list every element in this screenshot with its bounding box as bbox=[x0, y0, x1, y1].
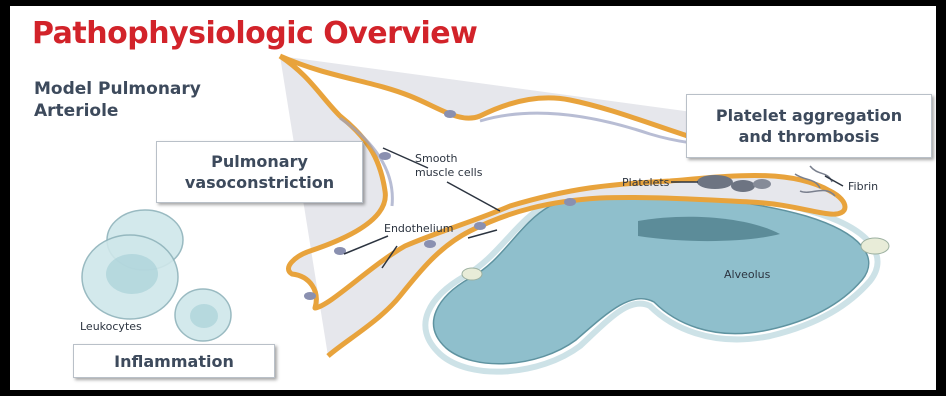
alveolus-label: Alveolus bbox=[724, 268, 770, 282]
inflammation-text: Inflammation bbox=[114, 352, 234, 371]
leukocytes-label: Leukocytes bbox=[80, 320, 142, 334]
page-title: Pathophysiologic Overview bbox=[32, 16, 477, 51]
smooth-muscle-cells-label: Smooth muscle cells bbox=[415, 152, 482, 180]
platelet-aggregation-text: Platelet aggregation and thrombosis bbox=[716, 105, 902, 147]
platelets-label: Platelets bbox=[622, 176, 669, 190]
platelet-aggregation-callout: Platelet aggregation and thrombosis bbox=[686, 94, 932, 158]
slide: Pathophysiologic Overview Model Pulmonar… bbox=[10, 6, 936, 390]
fibrin-label: Fibrin bbox=[848, 180, 878, 194]
model-pulmonary-arteriole-label: Model Pulmonary Arteriole bbox=[34, 78, 274, 122]
inflammation-callout: Inflammation bbox=[73, 344, 275, 378]
pulmonary-vasoconstriction-callout: Pulmonary vasoconstriction bbox=[156, 141, 363, 203]
endothelium-label: Endothelium bbox=[384, 222, 454, 236]
pulmonary-arteriole-illustration bbox=[10, 6, 936, 390]
pulmonary-vasoconstriction-text: Pulmonary vasoconstriction bbox=[185, 151, 334, 193]
